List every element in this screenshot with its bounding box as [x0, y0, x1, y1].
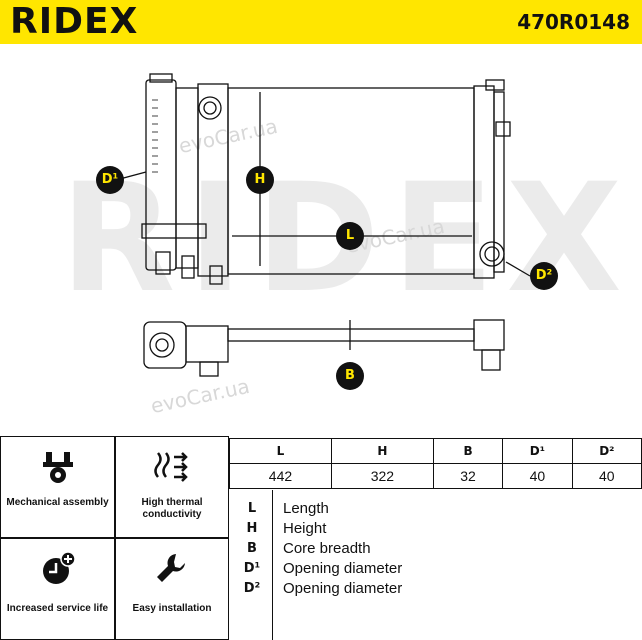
right-tank	[473, 85, 495, 279]
left-tank-inner	[175, 87, 199, 269]
dimension-legend: L Length H Height B Core breadth D¹ Open…	[229, 490, 642, 640]
radiator-drawing	[115, 73, 531, 377]
outlet-pipe	[479, 241, 505, 267]
list-item: L Length	[229, 499, 642, 519]
callout-d1: D¹	[96, 166, 124, 194]
technical-drawing: RIDEX evoCar.ua evoCar.ua evoCar.ua	[0, 44, 642, 436]
wrench-gear-icon	[1, 449, 114, 490]
column-header: B	[432, 438, 504, 464]
legend-key: D¹	[243, 561, 261, 576]
table-cell: 322	[330, 463, 434, 489]
dimensions-table: L H B D¹ D² 442 322 32 40 40	[229, 438, 642, 489]
legend-text: Opening diameter	[283, 560, 403, 577]
feature-increased-service-life: Increased service life	[0, 538, 115, 640]
table-cell: 32	[432, 463, 504, 489]
table-cell: 442	[229, 463, 332, 489]
top-view-side	[185, 325, 229, 363]
legend-text: Height	[283, 520, 327, 537]
left-tank	[145, 79, 177, 271]
brand-logo: RIDEX	[10, 1, 139, 42]
legend-key: H	[246, 521, 258, 536]
legend-key: L	[247, 501, 257, 516]
right-tank-cap	[485, 79, 505, 91]
column-header: D¹	[502, 438, 573, 464]
top-view-inlet	[149, 332, 175, 358]
legend-text: Length	[283, 500, 329, 517]
clock-plus-icon	[1, 551, 114, 592]
feature-label: Mechanical assembly	[6, 497, 109, 508]
feature-high-thermal-conductivity: High thermal conductivity	[115, 436, 229, 538]
callout-l: L	[336, 222, 364, 250]
upper-inlet	[198, 96, 222, 120]
list-item: D¹ Opening diameter	[229, 559, 642, 579]
table-cell: 40	[502, 463, 573, 489]
feature-mechanical-assembly: Mechanical assembly	[0, 436, 115, 538]
lower-fitting	[209, 265, 223, 285]
top-view-outlet	[481, 349, 501, 371]
top-view-core	[227, 328, 475, 342]
drain-fitting	[155, 251, 171, 275]
sensor-fitting	[181, 255, 195, 279]
heat-wave-icon	[116, 449, 228, 490]
column-header: D²	[571, 438, 642, 464]
legend-key: B	[247, 541, 257, 556]
left-tank-cap	[149, 73, 173, 83]
right-bracket	[495, 121, 511, 137]
legend-key: D²	[243, 581, 261, 596]
callout-h: H	[246, 166, 274, 194]
bottom-bracket	[141, 223, 207, 239]
header-bar: RIDEX 470R0148	[0, 0, 642, 44]
list-item: B Core breadth	[229, 539, 642, 559]
list-item: D² Opening diameter	[229, 579, 642, 599]
list-item: H Height	[229, 519, 642, 539]
top-view-fitting	[199, 361, 219, 377]
column-header: L	[229, 438, 332, 464]
callout-d2: D²	[530, 262, 558, 290]
feature-label: High thermal conductivity	[141, 497, 203, 520]
table-header-row: L H B D¹ D²	[229, 438, 642, 464]
column-header: H	[330, 438, 434, 464]
wrench-icon	[116, 551, 228, 592]
legend-text: Opening diameter	[283, 580, 403, 597]
feature-label: Increased service life	[6, 603, 109, 614]
legend-divider	[272, 490, 273, 640]
table-cell: 40	[571, 463, 642, 489]
callout-b: B	[336, 362, 364, 390]
feature-label: Easy installation	[132, 603, 212, 614]
part-number: 470R0148	[517, 10, 630, 34]
feature-easy-installation: Easy installation	[115, 538, 229, 640]
legend-text: Core breadth	[283, 540, 371, 557]
table-row: 442 322 32 40 40	[229, 463, 642, 489]
top-view-right-tank	[473, 319, 505, 351]
